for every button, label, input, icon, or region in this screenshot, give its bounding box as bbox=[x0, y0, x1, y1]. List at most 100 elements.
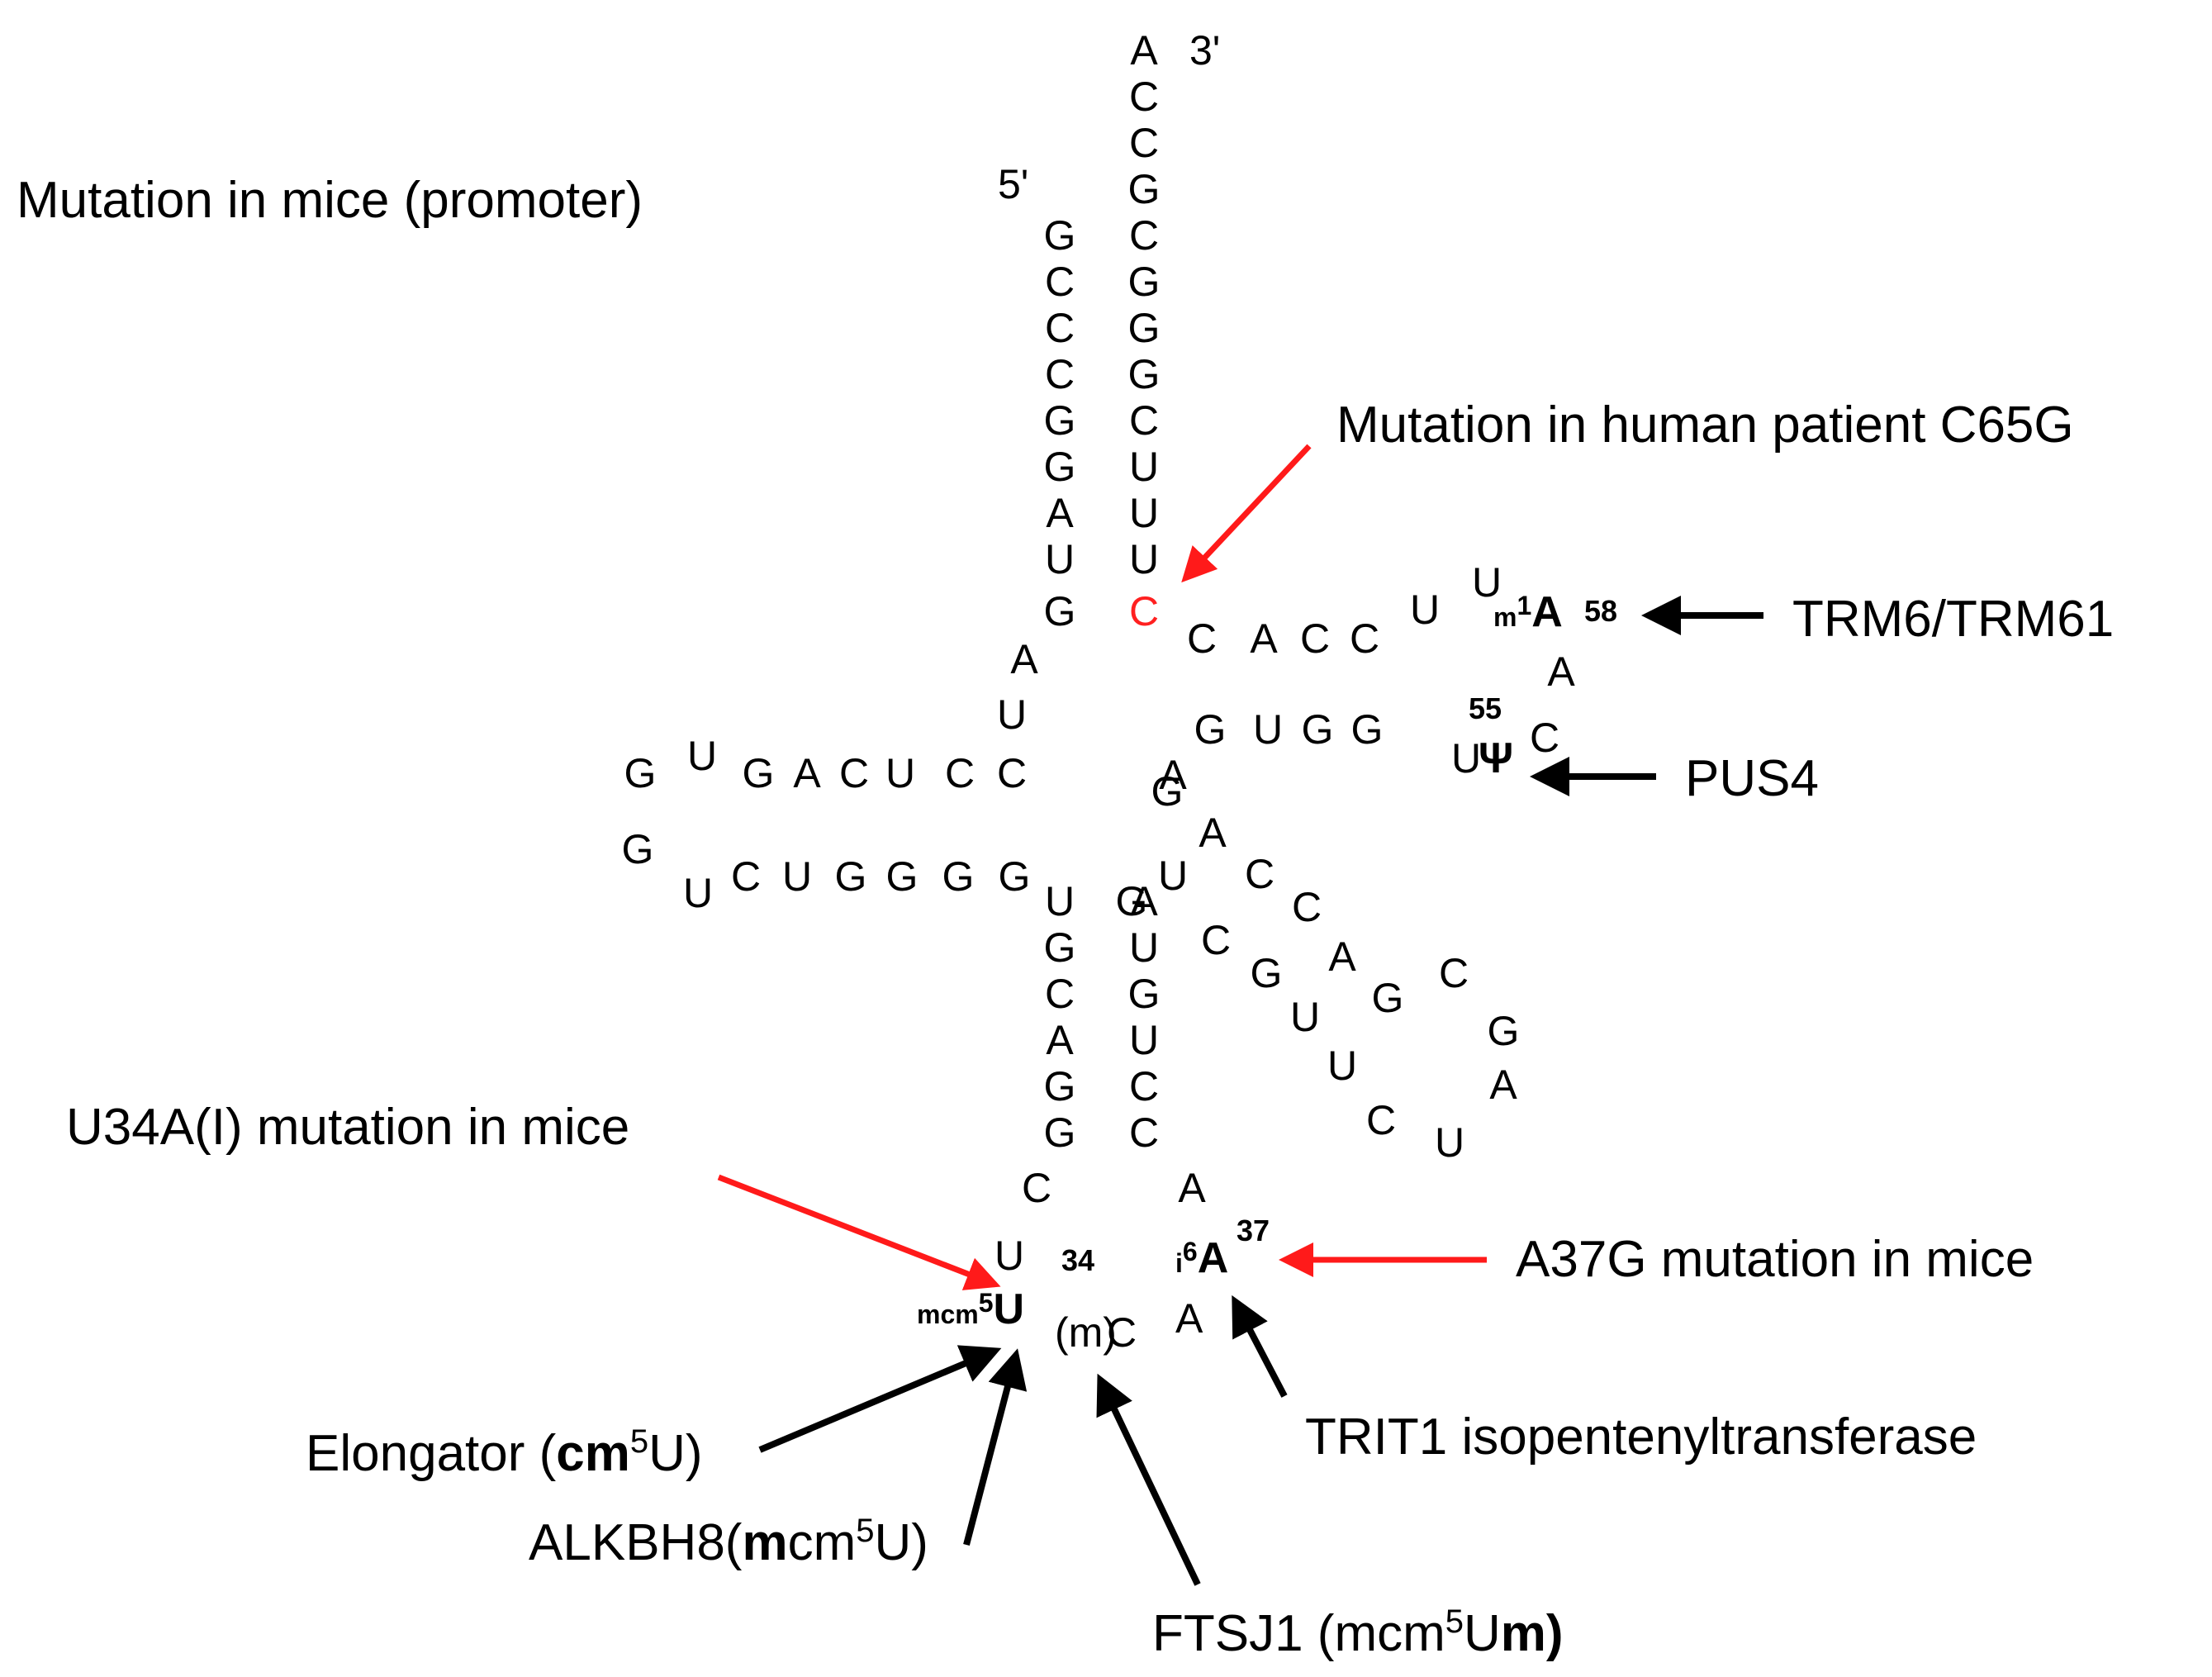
nucleotide: C bbox=[1129, 1063, 1159, 1109]
nucleotide: C bbox=[1201, 917, 1231, 963]
nucleotide-a37-modified: i6A bbox=[1175, 1234, 1228, 1282]
nucleotide: U bbox=[1451, 735, 1481, 781]
nucleotide: A bbox=[1010, 636, 1038, 682]
nucleotide-psi55: Ψ bbox=[1479, 734, 1513, 782]
nucleotide: A bbox=[793, 750, 821, 796]
nucleotide: A bbox=[1130, 878, 1158, 924]
nucleotide: G bbox=[942, 853, 975, 900]
nucleotide: G bbox=[1044, 588, 1076, 634]
nucleotide: U bbox=[1045, 878, 1075, 924]
nucleotide: U bbox=[1129, 536, 1159, 582]
nucleotide: A bbox=[1130, 27, 1158, 74]
nucleotide: C bbox=[1045, 305, 1075, 351]
nucleotide: G bbox=[835, 853, 867, 900]
nucleotide: A bbox=[1250, 615, 1278, 662]
nucleotide: U bbox=[1410, 587, 1440, 633]
nucleotide: C bbox=[1129, 397, 1159, 444]
nucleotide: U bbox=[1290, 994, 1320, 1040]
nucleotide: G bbox=[1372, 975, 1404, 1021]
a37g-mutation-label: A37G mutation in mice bbox=[1516, 1231, 2034, 1288]
trm6-trm61-label: TRM6/TRM61 bbox=[1792, 591, 2114, 648]
nucleotide: G bbox=[1128, 971, 1161, 1017]
nucleotide: C bbox=[731, 853, 761, 900]
promoter-mutation-label: Mutation in mice (promoter) bbox=[17, 172, 643, 229]
acceptor-stem-5prime: G C C C G G A U G bbox=[1044, 212, 1076, 634]
variable-region: G A C C A G C G A U U C U G C U G bbox=[1116, 768, 1520, 1166]
nucleotide-a36: A bbox=[1175, 1295, 1203, 1342]
nucleotide: U bbox=[1129, 924, 1159, 971]
anticodon-stem-left: U G C A G G C bbox=[1022, 878, 1076, 1211]
position-34-label: 34 bbox=[1061, 1243, 1094, 1277]
nucleotide: C bbox=[1187, 615, 1217, 662]
alkbh8-arrow bbox=[963, 1348, 1028, 1546]
nucleotide: A bbox=[1328, 934, 1356, 980]
nucleotide: G bbox=[1044, 1109, 1076, 1156]
five-prime-end-label: 5' bbox=[998, 161, 1028, 207]
connector-region: A U bbox=[997, 636, 1038, 738]
nucleotide: U bbox=[683, 870, 713, 916]
wobble-nucleotide-u34: mcm5U bbox=[917, 1285, 1024, 1333]
position-37-label: 37 bbox=[1237, 1214, 1270, 1247]
nucleotide: G bbox=[1302, 706, 1334, 753]
nucleotide: G bbox=[886, 853, 919, 900]
nucleotide-c35: C bbox=[1107, 1309, 1137, 1356]
nucleotide: U bbox=[1435, 1119, 1464, 1166]
nucleotide: A bbox=[1178, 1165, 1206, 1211]
nucleotide: U bbox=[782, 853, 812, 900]
nucleotide: A bbox=[1199, 810, 1227, 856]
trit1-label: TRIT1 isopentenyltransferase bbox=[1305, 1409, 1977, 1466]
nucleotide: G bbox=[1488, 1008, 1520, 1054]
nucleotide: G bbox=[1251, 950, 1283, 996]
nucleotide: U bbox=[997, 691, 1027, 738]
elongator-label: Elongator (cm5U) bbox=[306, 1423, 703, 1482]
nucleotide: C bbox=[1439, 950, 1469, 996]
nucleotide: G bbox=[1151, 768, 1184, 815]
d-loop: G U bbox=[622, 826, 714, 916]
nucleotide: U bbox=[1327, 1043, 1357, 1089]
position-58-label: 58 bbox=[1584, 594, 1617, 628]
nucleotide: G bbox=[1351, 706, 1384, 753]
u34a-mutation-label: U34A(I) mutation in mice bbox=[66, 1099, 629, 1156]
c65g-mutation-label: Mutation in human patient C65G bbox=[1336, 397, 2074, 454]
nucleotide: C bbox=[1530, 715, 1559, 761]
nucleotide: G bbox=[1128, 259, 1161, 305]
nucleotide: U bbox=[1129, 444, 1159, 490]
nucleotide: C bbox=[1300, 615, 1330, 662]
nucleotide: G bbox=[1044, 924, 1076, 971]
nucleotide-m1a58: m1A bbox=[1493, 588, 1563, 636]
nucleotide: C bbox=[997, 750, 1027, 796]
nucleotide: G bbox=[1128, 305, 1161, 351]
nucleotide: C bbox=[1129, 1109, 1159, 1156]
nucleotide: G bbox=[1044, 1063, 1076, 1109]
nucleotide: G bbox=[1116, 878, 1148, 924]
u34a-arrow bbox=[717, 1174, 1001, 1290]
d-arm-top-strand: G U G A C U C C bbox=[624, 733, 1028, 796]
nucleotide: G bbox=[1128, 166, 1161, 212]
ftsj1-label: FTSJ1 (mcm5Um) bbox=[1152, 1603, 1564, 1662]
nucleotide: U bbox=[1129, 1017, 1159, 1063]
nucleotide: G bbox=[1128, 351, 1161, 397]
nucleotide: U bbox=[885, 750, 915, 796]
ftsj1-arrow bbox=[1096, 1373, 1201, 1586]
position-55-label: 55 bbox=[1469, 691, 1502, 725]
nucleotide: G bbox=[1044, 444, 1076, 490]
nucleotide: G bbox=[743, 750, 775, 796]
nucleotide: G bbox=[1044, 397, 1076, 444]
nucleotide: A bbox=[1046, 490, 1074, 536]
t-arm: C A C C U U A C U G U G G A m1A 58 Ψ 55 bbox=[1159, 559, 1617, 798]
nucleotide: A bbox=[1159, 752, 1187, 798]
nucleotide: C bbox=[1129, 212, 1159, 259]
nucleotide: U bbox=[1253, 706, 1283, 753]
elongator-arrow bbox=[758, 1345, 1002, 1453]
nucleotide: C bbox=[1045, 351, 1075, 397]
nucleotide: C bbox=[1366, 1097, 1396, 1143]
nucleotide: C bbox=[945, 750, 975, 796]
nucleotide: U bbox=[1158, 853, 1188, 899]
nucleotide: G bbox=[1194, 706, 1227, 753]
nucleotide: C bbox=[1045, 971, 1075, 1017]
nucleotide-u33: U bbox=[994, 1233, 1024, 1279]
c65g-arrow bbox=[1181, 444, 1312, 583]
nucleotide: A bbox=[1489, 1062, 1517, 1108]
nucleotide: U bbox=[687, 733, 717, 779]
